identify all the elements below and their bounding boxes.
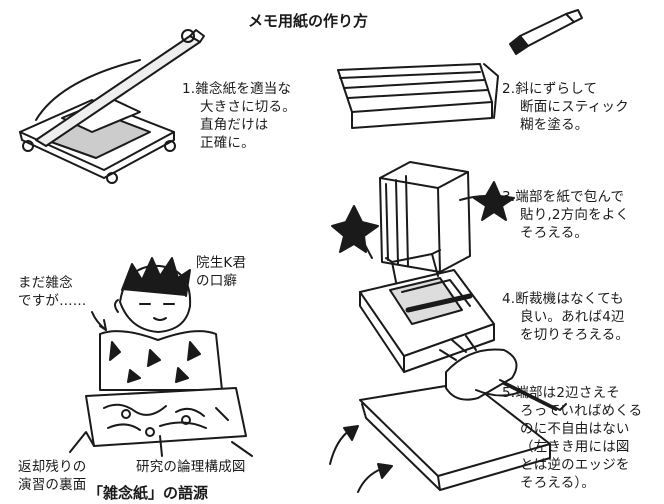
step-number: 1. — [182, 81, 196, 97]
student-line: 院生K君 — [196, 255, 247, 271]
caption-line: 演習の裏面 — [18, 477, 87, 493]
step-line: を切りそろえる。 — [520, 327, 630, 343]
paper-cutter-illustration — [19, 29, 205, 184]
step-number: 3. — [502, 189, 516, 205]
step-line: （左きき用には図 — [520, 439, 630, 455]
wrapped-stack-illustration — [351, 161, 487, 273]
step-number: 2. — [502, 81, 516, 97]
step-2-text: 2.斜にずらして 断面にスティック 糊を塗る。 — [502, 80, 629, 134]
step-number: 4. — [502, 291, 516, 307]
glued-paper-stack-illustration — [337, 9, 583, 129]
caption-right: 研究の論理構成図 — [136, 459, 246, 475]
step-line: 糊を塗る。 — [520, 117, 589, 133]
step-line: 端部を紙で包んで — [515, 189, 625, 205]
step-line: ろっていればめくる — [520, 403, 643, 419]
student-label: 院生K君 の口癖 — [196, 254, 246, 290]
caption-left: 返却残りの 演習の裏面 — [18, 458, 87, 494]
star-icon — [473, 181, 515, 221]
step-line: 断裁機はなくても — [515, 291, 624, 307]
step-line: そろえる）。 — [520, 475, 596, 491]
step-3-text: 3.端部を紙で包んで 貼り,2方向をよく そろえる。 — [502, 188, 629, 242]
speech-line: ですが…… — [18, 293, 87, 309]
step-4-text: 4.断裁機はなくても 良い。あれば4辺 を切りそろえる。 — [502, 290, 629, 344]
step-line: 大きさに切る。 — [200, 99, 296, 115]
step-line: 雑念紙を適当な — [195, 81, 292, 97]
step-line: 良い。あれば4辺 — [520, 309, 625, 325]
page-title: メモ用紙の作り方 — [248, 12, 369, 30]
step-1-text: 1.雑念紙を適当な 大きさに切る。 直角だけは 正確に。 — [182, 80, 296, 152]
step-line: 直角だけは — [200, 117, 269, 133]
step-line: 斜にずらして — [515, 81, 598, 97]
trimmer-illustration — [359, 249, 495, 373]
speech-line: まだ雑念 — [18, 275, 73, 291]
star-icon — [331, 205, 379, 253]
step-number: 5. — [502, 385, 516, 401]
step-line: とは逆のエッジを — [520, 457, 630, 473]
step-line: そろえる。 — [520, 225, 589, 241]
step-line: 貼り,2方向をよく — [520, 207, 630, 223]
step-line: のに不自由はない — [520, 421, 630, 437]
step-line: 断面にスティック — [520, 99, 629, 115]
step-line: 端部は2辺さえそ — [515, 385, 620, 401]
step-line: 正確に。 — [200, 135, 255, 151]
student-line: の口癖 — [196, 273, 238, 289]
speech-text: まだ雑念 ですが…… — [18, 274, 87, 310]
step-5-text: 5.端部は2辺さえそ ろっていればめくる のに不自由はない （左きき用には図 と… — [502, 384, 642, 492]
hand-flipping-illustration — [329, 335, 567, 493]
bottom-title: 「雑念紙」の語源 — [88, 484, 209, 502]
student-illustration — [69, 257, 253, 457]
caption-line: 返却残りの — [18, 459, 87, 475]
